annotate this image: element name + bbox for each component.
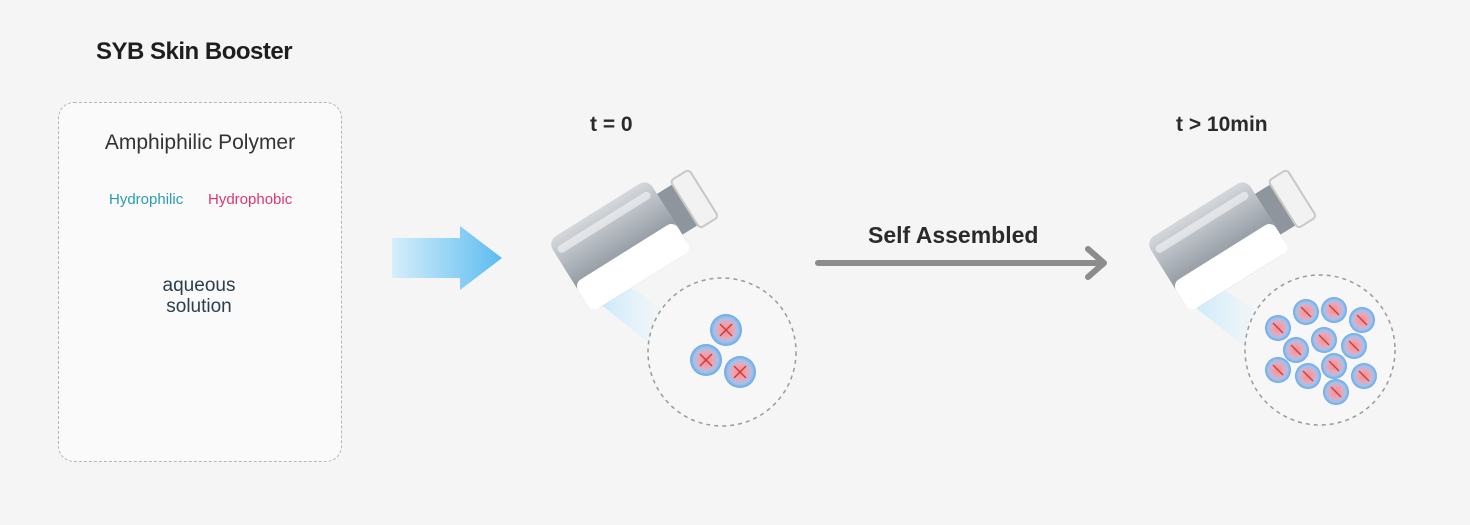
amphiphilic-polymer-panel: Amphiphilic Polymer Hydrophilic Hydropho…: [58, 102, 342, 462]
panel-heading: Amphiphilic Polymer: [104, 131, 296, 154]
aqueous-solution-line1: aqueous: [162, 275, 236, 296]
aqueous-solution-label: aqueous solution: [149, 275, 249, 317]
hydrophobic-label: Hydrophobic: [208, 191, 293, 208]
self-assembled-arrow: [815, 246, 1107, 280]
zoom-circle-stage1: [647, 277, 797, 427]
self-assembled-label: Self Assembled: [868, 222, 1039, 248]
micelle-cluster-stage1: [690, 314, 756, 388]
time-label-stage1: t = 0: [590, 113, 633, 136]
light-beam: [598, 286, 668, 344]
hydrophilic-label: Hydrophilic: [109, 191, 184, 208]
page-title: SYB Skin Booster: [96, 38, 293, 65]
micelle-network-stage2: [1265, 297, 1377, 405]
aqueous-solution-line2: solution: [166, 296, 232, 317]
time-label-stage2: t > 10min: [1176, 113, 1268, 136]
transition-arrow: [392, 226, 502, 290]
